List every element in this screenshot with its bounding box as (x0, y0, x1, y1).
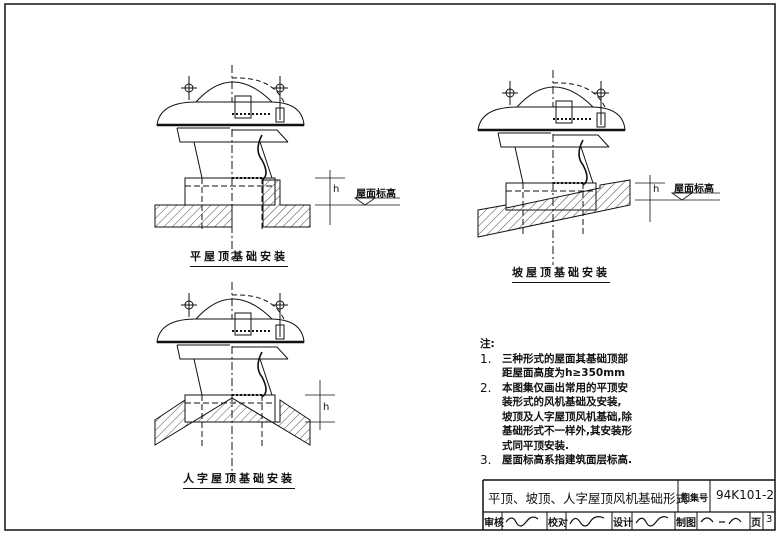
atlas-number-label: 图集号 (681, 494, 709, 504)
check-label: 校对 (548, 518, 568, 529)
notes-heading: 注: (480, 338, 495, 350)
note-line: 装形式的风机基础及安装, (502, 396, 622, 408)
page-label: 页 (751, 518, 761, 529)
sloped-roof-fan-drawing (476, 68, 720, 267)
note-line: 坡顶及人字屋顶风机基础,除 (502, 410, 632, 423)
flat-roof-level-label: 屋面标高 (356, 189, 396, 200)
note-line: 基础形式不一样外,其安装形 (502, 425, 632, 437)
note-line: 本图集仅画出常用的平顶安 (502, 381, 628, 394)
note-line: 屋面标高系指建筑面层标高. (502, 454, 632, 466)
note-line: 三种形式的屋面其基础顶部 (502, 352, 628, 365)
flat-roof-caption: 平屋顶基础安装 (190, 248, 288, 267)
review-label: 审核 (484, 518, 504, 529)
sloped-roof-caption: 坡屋顶基础安装 (512, 264, 610, 283)
note-number: 1. (480, 351, 492, 366)
design-label: 设计 (613, 518, 633, 529)
drawn-label: 制图 (676, 518, 696, 529)
sloped-roof-dim-label: h (653, 184, 660, 195)
note-line: 式同平顶安装. (502, 439, 569, 452)
atlas-number: 94K101-2 (716, 488, 775, 502)
gable-roof-caption: 人字屋顶基础安装 (183, 470, 295, 489)
review-signature (505, 516, 539, 527)
design-signature (635, 516, 669, 527)
gable-roof-fan-drawing (154, 280, 335, 479)
title-block-frame (482, 479, 775, 530)
note-number: 3. (480, 453, 492, 467)
flat-roof-dim-label: h (333, 184, 340, 195)
gable-roof-dim-label: h (323, 402, 330, 413)
note-line: 距屋面高度为h≥350mm (502, 367, 626, 379)
flat-roof-fan-drawing (154, 63, 400, 262)
sheet-border (4, 3, 776, 531)
sloped-roof-level-label: 屋面标高 (674, 184, 714, 195)
drawn-signature (700, 517, 742, 525)
notes: 注: 1. 三种形式的屋面其基础顶部 距屋面高度为h≥350mm 2. 本图集仅画出… (480, 337, 632, 468)
check-signature (569, 516, 605, 527)
note-number: 2. (480, 380, 492, 395)
page-number: 3 (766, 514, 773, 525)
drawing-title: 平顶、坡顶、人字屋顶风机基础形式 (488, 491, 689, 506)
